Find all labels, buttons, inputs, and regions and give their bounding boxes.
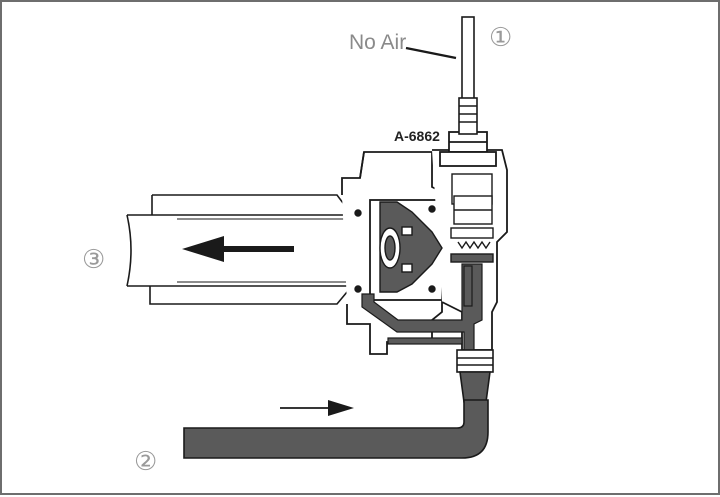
no-air-label: No Air [349,31,406,54]
port-1-label: ① [489,23,512,53]
piston-assembly [354,173,494,293]
inlet-tube [458,16,478,135]
port-2-label: ② [134,447,157,477]
part-number-label: A-6862 [394,128,440,144]
no-air-leader-line [405,46,457,60]
outlet-flow-arrow [182,236,294,262]
air-passage [361,263,483,351]
supply-hose [183,349,494,459]
port-3-label: ③ [82,245,105,275]
supply-flow-arrow [280,400,354,416]
